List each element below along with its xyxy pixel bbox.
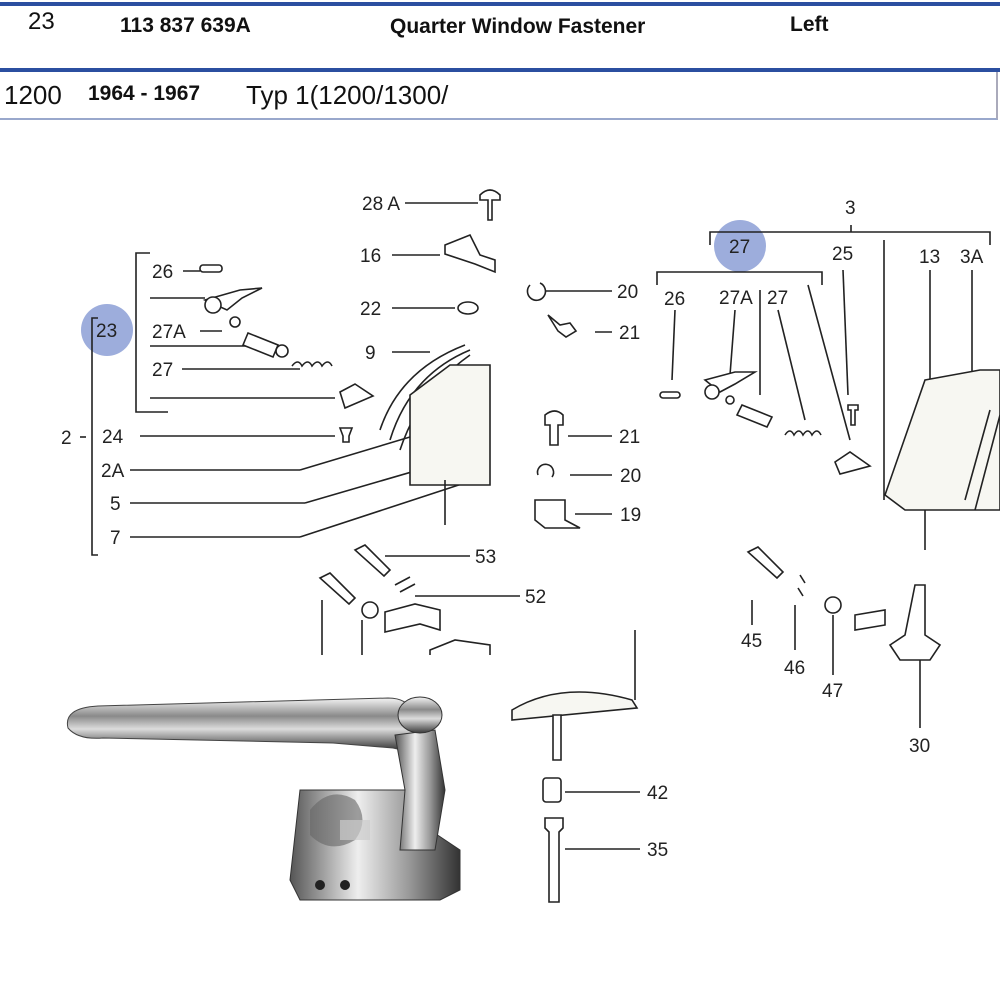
left-parts <box>199 189 581 658</box>
label-46: 46 <box>784 658 805 679</box>
label-3a: 3A <box>960 247 984 268</box>
label-19: 19 <box>620 505 641 526</box>
model-row-border <box>0 72 998 120</box>
label-5: 5 <box>110 494 121 515</box>
label-27: 27 <box>152 360 173 381</box>
product-photo-fastener-handle <box>0 655 510 935</box>
label-24: 24 <box>102 427 124 448</box>
label-42: 42 <box>647 783 668 804</box>
label-25: 25 <box>832 244 853 265</box>
highlight-circle-right <box>714 220 766 272</box>
model: 1200 <box>4 80 62 110</box>
part-number: 113 837 639A <box>120 14 251 37</box>
label-26: 26 <box>152 262 173 283</box>
label-20: 20 <box>617 282 638 303</box>
label-21: 21 <box>619 323 640 344</box>
header-second-rule <box>0 68 1000 72</box>
right-parts <box>511 369 1000 903</box>
label-3: 3 <box>845 198 856 219</box>
label-47: 47 <box>822 681 843 702</box>
model-years: 1964 - 1967 <box>88 82 201 105</box>
label-53: 53 <box>475 547 496 568</box>
label-7: 7 <box>110 528 121 549</box>
label-27: 27 <box>767 288 788 309</box>
label-27a: 27A <box>719 288 753 309</box>
label-16: 16 <box>360 246 381 267</box>
part-description: Quarter Window Fastener <box>390 15 646 38</box>
label-2a: 2A <box>101 461 125 482</box>
callout-labels: 28 A 16 22 9 20 21 21 20 19 53 52 26 23 … <box>61 194 984 861</box>
label-22: 22 <box>360 299 381 320</box>
label-28a: 28 A <box>362 194 400 215</box>
part-side: Left <box>790 13 829 36</box>
header-top-rule <box>0 2 1000 6</box>
label-27a: 27A <box>152 322 186 343</box>
label-9: 9 <box>365 343 376 364</box>
label-13: 13 <box>919 247 940 268</box>
label-2: 2 <box>61 428 72 449</box>
highlight-circle-left <box>81 304 133 356</box>
label-35: 35 <box>647 840 668 861</box>
label-26: 26 <box>664 289 685 310</box>
label-20: 20 <box>620 466 641 487</box>
label-45: 45 <box>741 631 762 652</box>
label-27-highlighted: 27 <box>729 237 750 258</box>
label-30: 30 <box>909 736 930 757</box>
label-23-highlighted: 23 <box>96 321 117 342</box>
label-52: 52 <box>525 587 546 608</box>
right-bracket-lines <box>565 225 991 850</box>
model-type: Typ 1(1200/1300/ <box>246 80 449 110</box>
item-number: 23 <box>28 8 55 35</box>
left-bracket-lines <box>80 202 612 655</box>
label-21: 21 <box>619 427 640 448</box>
